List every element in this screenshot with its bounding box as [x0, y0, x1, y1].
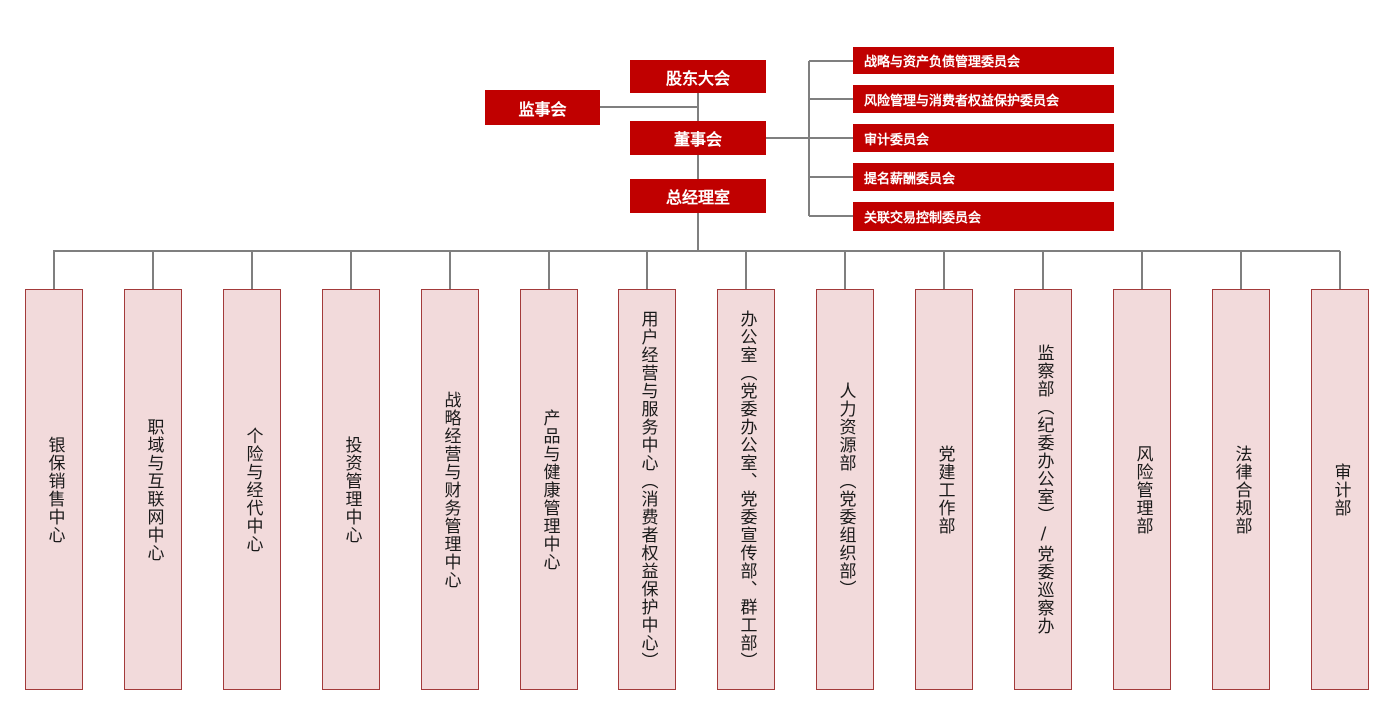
- department-label: 银保销售中心: [44, 435, 65, 544]
- committee-nomination-box: 提名薪酬委员会: [853, 163, 1114, 191]
- department-label: 战略经营与财务管理中心: [440, 390, 461, 589]
- department-box: 投资管理中心: [322, 289, 380, 690]
- committee-audit-box: 审计委员会: [853, 124, 1114, 152]
- department-label: 风险管理部: [1132, 444, 1153, 535]
- board-of-directors-box: 董事会: [630, 121, 766, 155]
- department-box: 用户经营与服务中心（消费者权益保护中心）: [618, 289, 676, 690]
- shareholders-meeting-box: 股东大会: [630, 60, 766, 93]
- department-label: 党建工作部: [934, 444, 955, 535]
- committee-related-party-box: 关联交易控制委员会: [853, 202, 1114, 231]
- supervisory-board-box: 监事会: [485, 90, 600, 125]
- department-box: 人力资源部（党委组织部）: [816, 289, 874, 690]
- department-box: 办公室（党委办公室、党委宣传部、群工部）: [717, 289, 775, 690]
- department-box: 产品与健康管理中心: [520, 289, 578, 690]
- department-box: 监察部（纪委办公室）/党委巡察办: [1014, 289, 1072, 690]
- department-label: 产品与健康管理中心: [539, 408, 560, 571]
- department-box: 个险与经代中心: [223, 289, 281, 690]
- committee-risk-consumer-box: 风险管理与消费者权益保护委员会: [853, 85, 1114, 113]
- department-label: 用户经营与服务中心（消费者权益保护中心）: [637, 309, 658, 670]
- department-label: 职域与互联网中心: [143, 417, 164, 562]
- department-label: 投资管理中心: [341, 435, 362, 544]
- department-label: 办公室（党委办公室、党委宣传部、群工部）: [736, 309, 757, 670]
- department-label: 审计部: [1330, 462, 1351, 517]
- department-label: 法律合规部: [1231, 444, 1252, 535]
- committee-strategy-box: 战略与资产负债管理委员会: [853, 47, 1114, 74]
- department-box: 党建工作部: [915, 289, 973, 690]
- department-box: 职域与互联网中心: [124, 289, 182, 690]
- department-label: 监察部（纪委办公室）/党委巡察办: [1033, 344, 1054, 635]
- department-box: 战略经营与财务管理中心: [421, 289, 479, 690]
- department-box: 法律合规部: [1212, 289, 1270, 690]
- department-box: 审计部: [1311, 289, 1369, 690]
- department-label: 人力资源部（党委组织部）: [835, 381, 856, 598]
- general-manager-office-box: 总经理室: [630, 179, 766, 213]
- department-box: 银保销售中心: [25, 289, 83, 690]
- department-box: 风险管理部: [1113, 289, 1171, 690]
- department-label: 个险与经代中心: [242, 426, 263, 553]
